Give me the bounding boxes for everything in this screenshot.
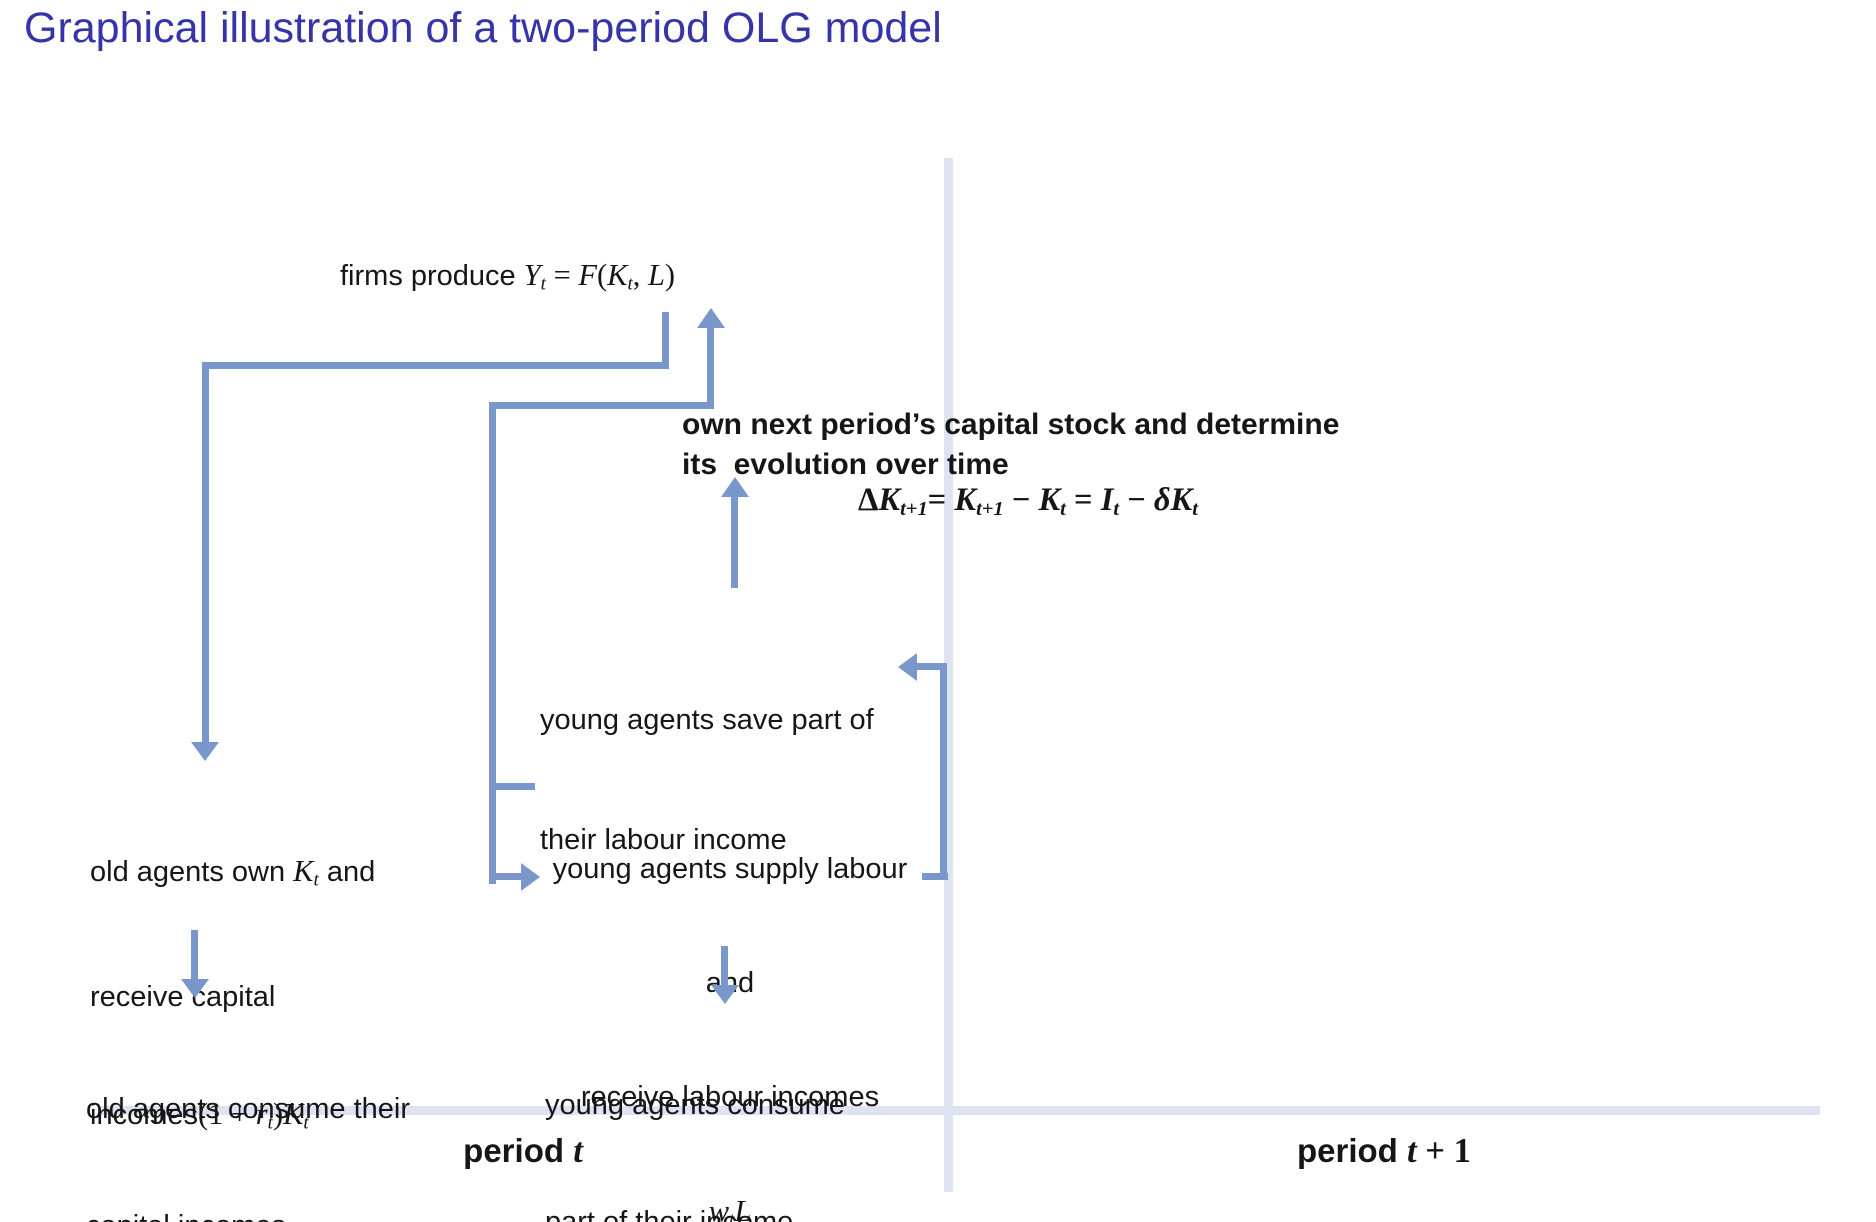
saving-to-capital-arrowhead-icon	[721, 477, 749, 497]
node-old-own-line1: old agents own Kt and	[90, 854, 376, 891]
saving-to-capital-line	[731, 496, 738, 588]
young-consumption-line	[721, 946, 728, 986]
node-young-supply-line3: receive labour incomes	[580, 1081, 880, 1113]
node-young-save: young agents save part of their labour i…	[540, 620, 874, 940]
node-own-next-period-line2: its evolution over time	[682, 448, 1009, 481]
node-old-own: old agents own Kt and receive capital in…	[90, 774, 375, 1220]
node-young-consume: young agents consume part of their incom…	[545, 1008, 845, 1222]
wage-flow-arrowhead-left-icon	[898, 653, 917, 681]
wage-flow-line-vertical	[940, 663, 947, 880]
time-axis-line	[98, 1106, 1820, 1115]
wage-flow-line-top	[916, 663, 947, 670]
axis-label-period-t-plus-1: period t + 1	[1296, 1132, 1472, 1170]
labour-flow-arrowhead-up-icon	[697, 308, 725, 328]
period-divider-line	[944, 158, 953, 1192]
labour-flow-stub-to-supply-text	[493, 783, 535, 790]
node-young-supply-line1: young agents supply labour	[552, 853, 908, 885]
labour-flow-line-bottom	[489, 873, 521, 880]
node-old-consume-line1: old agents consume their	[86, 1093, 411, 1125]
node-young-save-line2: their labour income	[540, 824, 787, 856]
capital-flow-line-vertical	[202, 362, 209, 742]
old-consumption-arrowhead-icon	[181, 979, 209, 998]
labour-flow-line-horizontal	[489, 402, 714, 409]
node-young-supply: young agents supply labour and receive l…	[520, 774, 940, 1222]
node-firms-produce: firms produce Yt = F(Kt, L)	[340, 258, 676, 295]
young-consumption-arrowhead-icon	[711, 985, 739, 1004]
node-old-own-line2: receive capital	[90, 980, 276, 1013]
slide-title: Graphical illustration of a two-period O…	[24, 4, 942, 52]
node-own-next-period-line1: own next period’s capital stock and dete…	[682, 408, 1340, 441]
capital-flow-line-horizontal	[202, 362, 669, 369]
capital-flow-arrowhead-down-icon	[191, 742, 219, 761]
node-young-save-line1: young agents save part of	[540, 704, 874, 736]
node-young-consume-line1: young agents consume	[545, 1089, 845, 1121]
capital-flow-line-from-kt	[662, 312, 669, 368]
node-old-own-line3: incomes(1 + rt)Kt	[90, 1096, 309, 1134]
labour-flow-line-vertical	[489, 402, 496, 884]
node-old-consume: old agents consume their capital incomes	[86, 1012, 410, 1222]
node-old-consume-line2: capital incomes	[86, 1207, 410, 1222]
labour-flow-line-up-shaft	[707, 326, 714, 409]
labour-flow-arrowhead-right-icon	[521, 863, 540, 891]
node-young-consume-line2: part of their income	[545, 1206, 794, 1222]
old-consumption-line	[191, 930, 198, 980]
node-young-supply-wage: wtL	[708, 1194, 752, 1222]
wage-flow-stub-from-incomes	[922, 873, 948, 880]
node-capital-evolution-equation: ΔKt+1= Kt+1 − Kt = It − δKt	[858, 482, 1198, 520]
axis-label-period-t: period t	[463, 1132, 583, 1170]
